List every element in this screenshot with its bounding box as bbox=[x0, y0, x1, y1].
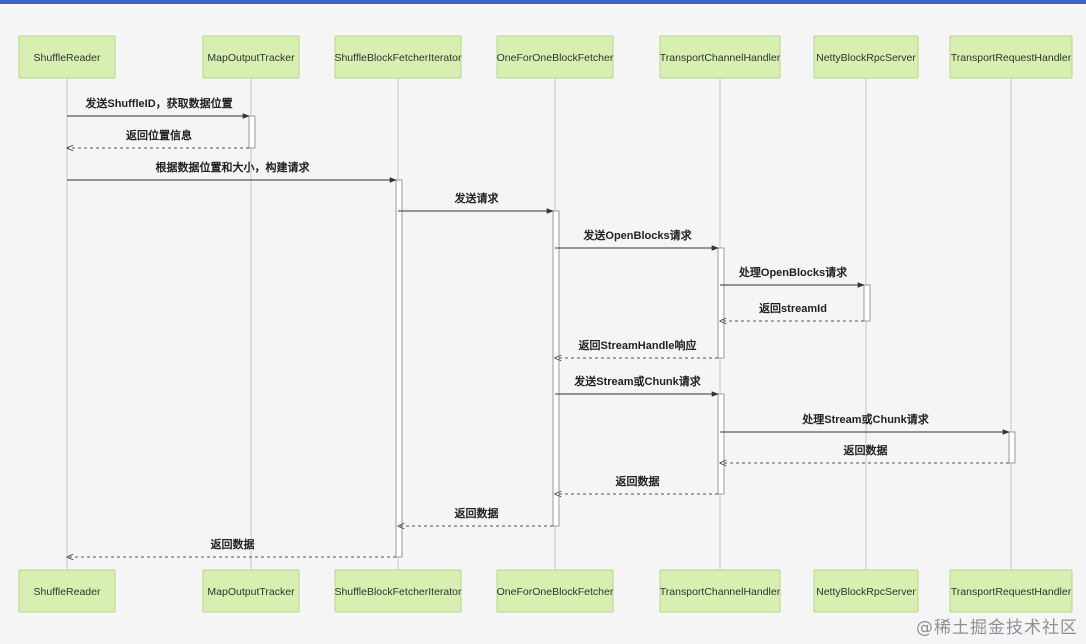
message-label: 返回streamId bbox=[759, 301, 827, 315]
sequence-diagram: ShuffleReaderShuffleReaderMapOutputTrack… bbox=[18, 35, 1073, 613]
message-label: 发送请求 bbox=[454, 191, 500, 205]
participant-top-1: MapOutputTracker bbox=[202, 35, 300, 79]
message-label: 发送Stream或Chunk请求 bbox=[573, 374, 702, 388]
participant-label: NettyBlockRpcServer bbox=[816, 586, 916, 598]
participant-label: OneForOneBlockFetcher bbox=[497, 52, 614, 64]
participant-label: MapOutputTracker bbox=[207, 586, 295, 598]
participant-label: ShuffleReader bbox=[34, 586, 101, 598]
participant-label: TransportChannelHandler bbox=[660, 52, 781, 64]
activation-bar bbox=[717, 247, 725, 359]
participant-bottom-0: ShuffleReader bbox=[18, 569, 116, 613]
participant-label: MapOutputTracker bbox=[207, 52, 295, 64]
participant-label: ShuffleReader bbox=[34, 52, 101, 64]
participant-label: ShuffleBlockFetcherIterator bbox=[334, 586, 462, 598]
activation-bar bbox=[395, 179, 403, 558]
participant-bottom-3: OneForOneBlockFetcher bbox=[496, 569, 614, 613]
activation-bar bbox=[717, 393, 725, 495]
participant-bottom-6: TransportRequestHandler bbox=[949, 569, 1073, 613]
activation-bar bbox=[552, 210, 560, 527]
participant-top-3: OneForOneBlockFetcher bbox=[496, 35, 614, 79]
participant-label: OneForOneBlockFetcher bbox=[497, 586, 614, 598]
participant-label: TransportRequestHandler bbox=[951, 52, 1072, 64]
top-accent-bar bbox=[0, 0, 1086, 4]
message-label: 返回位置信息 bbox=[126, 128, 192, 142]
participant-label: TransportRequestHandler bbox=[951, 586, 1072, 598]
watermark: @稀土掘金技术社区 bbox=[916, 618, 1078, 638]
participant-bottom-5: NettyBlockRpcServer bbox=[813, 569, 919, 613]
activation-bar bbox=[1008, 431, 1016, 464]
participant-top-4: TransportChannelHandler bbox=[659, 35, 781, 79]
message-label: 处理Stream或Chunk请求 bbox=[801, 412, 930, 426]
message-label: 返回数据 bbox=[844, 443, 888, 457]
message-label: 返回数据 bbox=[211, 537, 255, 551]
participant-label: ShuffleBlockFetcherIterator bbox=[334, 52, 462, 64]
message-label: 处理OpenBlocks请求 bbox=[738, 265, 848, 279]
participant-bottom-1: MapOutputTracker bbox=[202, 569, 300, 613]
participant-label: NettyBlockRpcServer bbox=[816, 52, 916, 64]
activation-bar bbox=[863, 284, 871, 322]
participant-top-0: ShuffleReader bbox=[18, 35, 116, 79]
activation-bar bbox=[248, 115, 256, 149]
message-label: 返回数据 bbox=[455, 506, 499, 520]
participant-bottom-2: ShuffleBlockFetcherIterator bbox=[334, 569, 462, 613]
message-label: 发送ShuffleID，获取数据位置 bbox=[84, 96, 232, 110]
message-label: 返回StreamHandle响应 bbox=[579, 338, 697, 352]
participant-top-6: TransportRequestHandler bbox=[949, 35, 1073, 79]
message-label: 发送OpenBlocks请求 bbox=[582, 228, 692, 242]
participant-top-5: NettyBlockRpcServer bbox=[813, 35, 919, 79]
message-label: 返回数据 bbox=[616, 474, 660, 488]
participant-bottom-4: TransportChannelHandler bbox=[659, 569, 781, 613]
participant-top-2: ShuffleBlockFetcherIterator bbox=[334, 35, 462, 79]
message-label: 根据数据位置和大小，构建请求 bbox=[156, 160, 311, 174]
participant-label: TransportChannelHandler bbox=[660, 586, 781, 598]
